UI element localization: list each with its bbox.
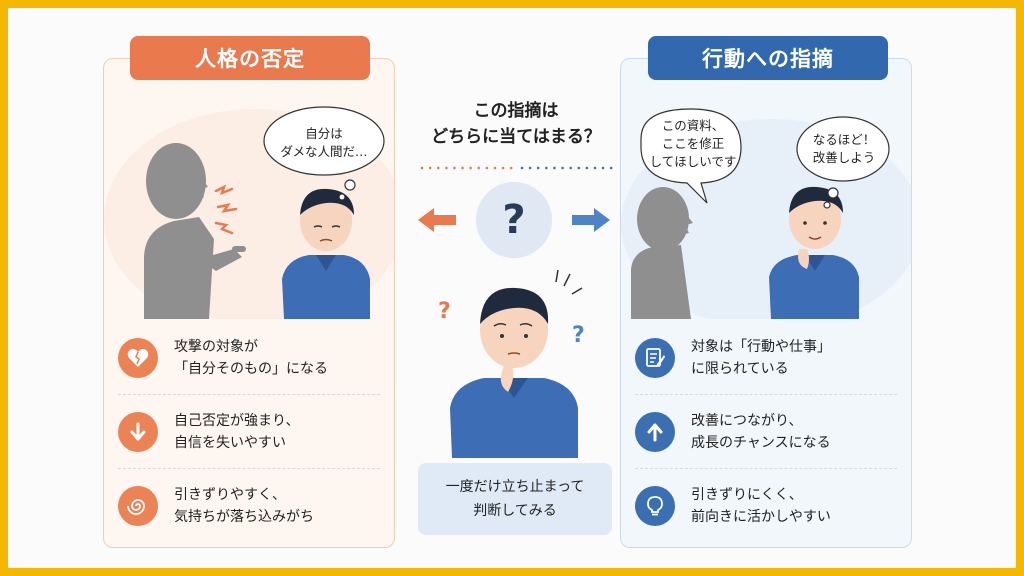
list-item-text: 引きずりにくく、前向きに活かしやすい [691,487,831,525]
left-thought-text: 自分は ダメな人間だ… [266,125,382,161]
angry-boss-figure [144,143,246,319]
center-advice-box: 一度だけ立ち止まって 判断してみる [418,463,612,535]
arrow-up-icon [635,411,675,452]
list-item: 対象は「行動や仕事」に限られている [635,321,897,395]
question-circle [476,182,552,258]
list-item: 自己否定が強まり、自信を失いやすい [118,395,380,469]
right-thought-text: なるほど！ 改善しよう [801,131,887,167]
left-panel-personality-denial: 自分は ダメな人間だ… 攻撃の対象が「自分そのもの」になる 自己否定が強まり、自… [103,58,395,548]
advice-line: 判断してみる [473,503,557,519]
arrow-right-icon [572,208,610,232]
title-line: どちらに当てはまる？ [431,127,601,147]
center-question-mark: ? [502,197,526,243]
list-item: 攻撃の対象が「自分そのもの」になる [118,321,380,395]
title-line: この指摘は [473,101,559,121]
advice-line: 一度だけ立ち止まって [445,479,585,495]
boss-figure [631,187,693,319]
puzzle-lines [555,269,583,295]
infographic-frame: 自分は ダメな人間だ… 攻撃の対象が「自分そのもの」になる 自己否定が強まり、自… [8,8,1016,568]
arrow-down-icon [118,411,158,452]
right-effects-list: 対象は「行動や仕事」に限られている 改善につながり、成長のチャンスになる 引きず… [635,321,897,543]
document-pen-icon [635,337,675,378]
speech-line: してほしいです [649,154,737,169]
list-item-text: 攻撃の対象が「自分そのもの」になる [174,338,328,377]
list-item-text: 引きずりやすく、気持ちが落ち込みがち [174,487,314,525]
dotted-divider [420,166,616,170]
thought-line: ダメな人間だ… [280,144,368,159]
list-item: 引きずりにくく、前向きに活かしやすい [635,469,897,543]
list-item-text: 対象は「行動や仕事」に限られている [691,338,831,377]
thought-line: 改善しよう [812,150,876,165]
right-header-label: 行動への指摘 [648,36,888,80]
sad-employee-figure [282,188,370,319]
thought-bubble [796,116,890,209]
thinking-person-figure [450,287,578,458]
svg-text:?: ? [438,299,451,324]
broken-heart-icon [118,337,158,378]
arrow-left-icon [418,208,456,232]
floating-question-marks: ? ? [438,299,585,348]
speech-line: この資料、 [661,118,725,133]
left-header-label: 人格の否定 [130,36,370,80]
speech-line: ここを修正 [661,136,725,151]
thought-bubble [263,106,385,201]
center-illustration: ? ? [418,182,610,458]
right-scene-illustration [621,108,911,319]
thought-line: なるほど！ [812,132,876,147]
center-question-title: この指摘は どちらに当てはまる？ [416,98,616,150]
thought-line: 自分は [305,126,343,141]
right-speech-text: この資料、 ここを修正 してほしいです [645,117,741,171]
anger-lines [214,184,238,235]
nodding-employee-figure [769,186,859,319]
left-scene-illustration [104,106,394,319]
svg-text:?: ? [572,323,585,348]
list-item: 改善につながり、成長のチャンスになる [635,395,897,469]
swirl-icon [118,486,158,526]
left-effects-list: 攻撃の対象が「自分そのもの」になる 自己否定が強まり、自信を失いやすい 引きずり… [118,321,380,543]
list-item-text: 自己否定が強まり、自信を失いやすい [174,412,300,451]
lightbulb-icon [635,486,675,526]
list-item-text: 改善につながり、成長のチャンスになる [691,412,831,451]
list-item: 引きずりやすく、気持ちが落ち込みがち [118,469,380,543]
speech-bubble [640,108,742,204]
right-panel-behavior-feedback: この資料、 ここを修正 してほしいです なるほど！ 改善しよう 対象は「行動や仕… [620,58,912,548]
